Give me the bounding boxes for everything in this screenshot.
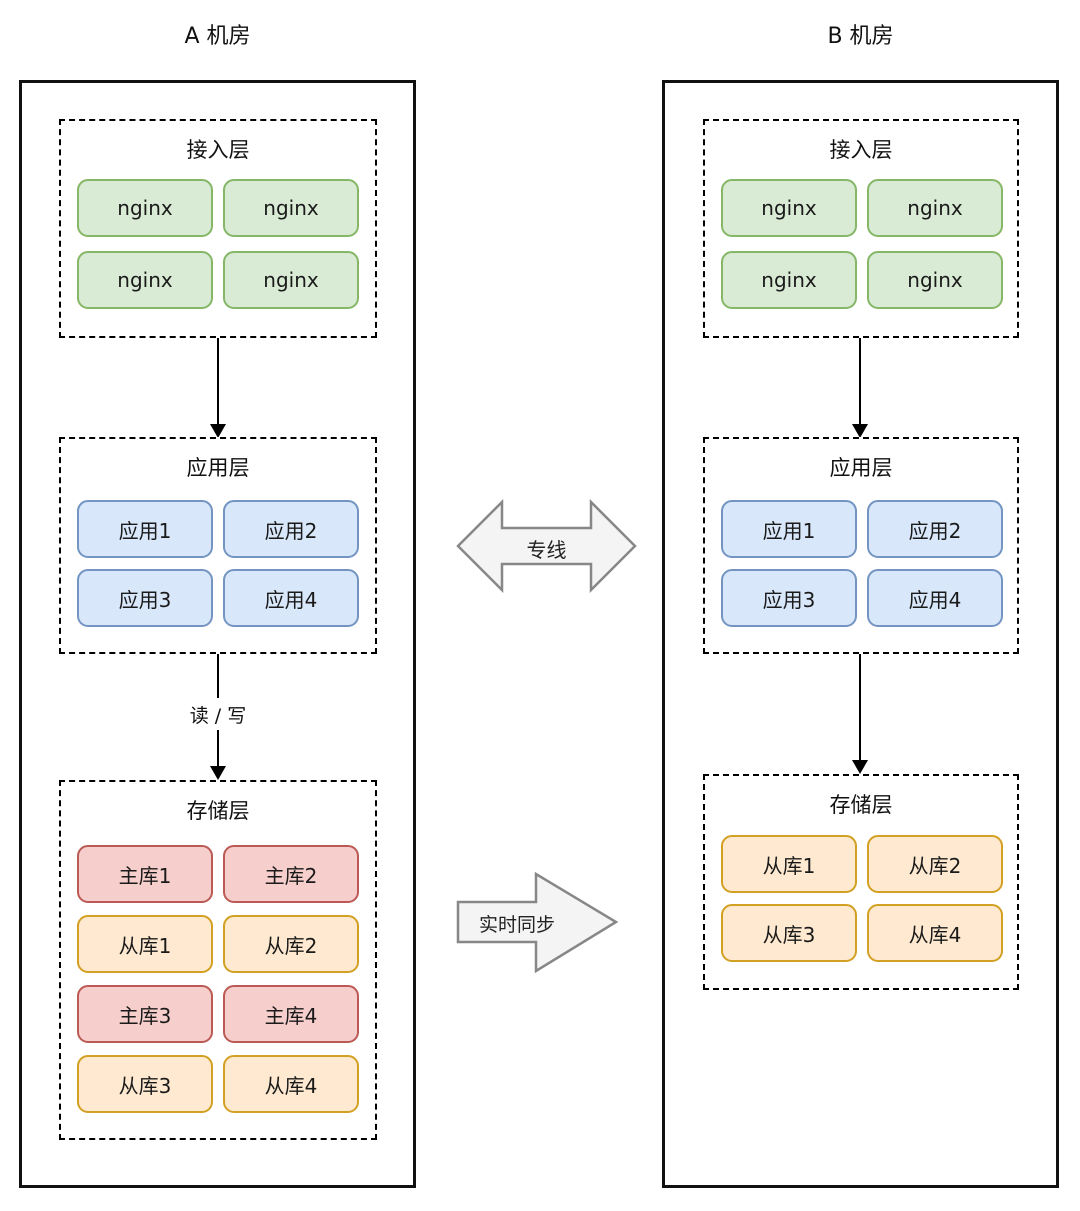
access-layer-a-label: 接入层 [186, 138, 250, 162]
arrow-access-to-app-b [859, 338, 861, 426]
double-arrow-shape [456, 498, 637, 594]
master-db-node: 主库4 [223, 985, 359, 1043]
dedicated-line-label: 专线 [526, 538, 567, 562]
app-node: 应用3 [77, 569, 213, 627]
datacenter-a-title: A 机房 [184, 24, 251, 49]
access-layer-b: 接入层 nginx nginx nginx nginx [703, 119, 1019, 338]
access-layer-a: 接入层 nginx nginx nginx nginx [59, 119, 377, 338]
nginx-node: nginx [223, 251, 359, 309]
nginx-node: nginx [867, 179, 1003, 237]
arrow-app-to-storage-b [859, 654, 861, 761]
dedicated-line-arrow [456, 498, 637, 594]
arrowhead-app-to-storage-a [210, 766, 226, 780]
app-layer-b-label: 应用层 [829, 456, 893, 480]
nginx-node: nginx [721, 251, 857, 309]
app-layer-a: 应用层 应用1 应用2 应用3 应用4 [59, 437, 377, 654]
storage-layer-b: 存储层 从库1 从库2 从库3 从库4 [703, 774, 1019, 990]
arrow-access-to-app-a [217, 338, 219, 426]
nginx-node: nginx [867, 251, 1003, 309]
app-layer-b: 应用层 应用1 应用2 应用3 应用4 [703, 437, 1019, 654]
app-layer-a-label: 应用层 [186, 456, 250, 480]
app-node: 应用4 [223, 569, 359, 627]
arrow-app-to-storage-a-lower [217, 730, 219, 767]
master-db-node: 主库1 [77, 845, 213, 903]
storage-layer-a: 存储层 主库1 主库2 从库1 从库2 主库3 主库4 从库3 从库4 [59, 780, 377, 1140]
master-db-node: 主库2 [223, 845, 359, 903]
app-node: 应用3 [721, 569, 857, 627]
nginx-node: nginx [77, 251, 213, 309]
read-write-label: 读 / 写 [158, 701, 278, 728]
slave-db-node: 从库2 [867, 835, 1003, 893]
access-layer-b-label: 接入层 [829, 138, 893, 162]
app-node: 应用2 [223, 500, 359, 558]
nginx-node: nginx [721, 179, 857, 237]
realtime-sync-arrow [456, 872, 618, 973]
app-node: 应用4 [867, 569, 1003, 627]
slave-db-node: 从库4 [867, 904, 1003, 962]
slave-db-node: 从库1 [77, 915, 213, 973]
slave-db-node: 从库4 [223, 1055, 359, 1113]
nginx-node: nginx [223, 179, 359, 237]
storage-layer-b-label: 存储层 [829, 793, 893, 817]
master-db-node: 主库3 [77, 985, 213, 1043]
arrow-app-to-storage-a-upper [217, 654, 219, 698]
arrowhead-access-to-app-a [210, 424, 226, 438]
slave-db-node: 从库3 [721, 904, 857, 962]
app-node: 应用1 [721, 500, 857, 558]
realtime-sync-label: 实时同步 [478, 914, 555, 936]
arrowhead-access-to-app-b [852, 424, 868, 438]
slave-db-node: 从库3 [77, 1055, 213, 1113]
nginx-node: nginx [77, 179, 213, 237]
slave-db-node: 从库1 [721, 835, 857, 893]
slave-db-node: 从库2 [223, 915, 359, 973]
app-node: 应用2 [867, 500, 1003, 558]
storage-layer-a-label: 存储层 [186, 799, 250, 823]
datacenter-b-title: B 机房 [827, 24, 894, 49]
app-node: 应用1 [77, 500, 213, 558]
arrowhead-app-to-storage-b [852, 760, 868, 774]
right-arrow-shape [456, 872, 618, 973]
